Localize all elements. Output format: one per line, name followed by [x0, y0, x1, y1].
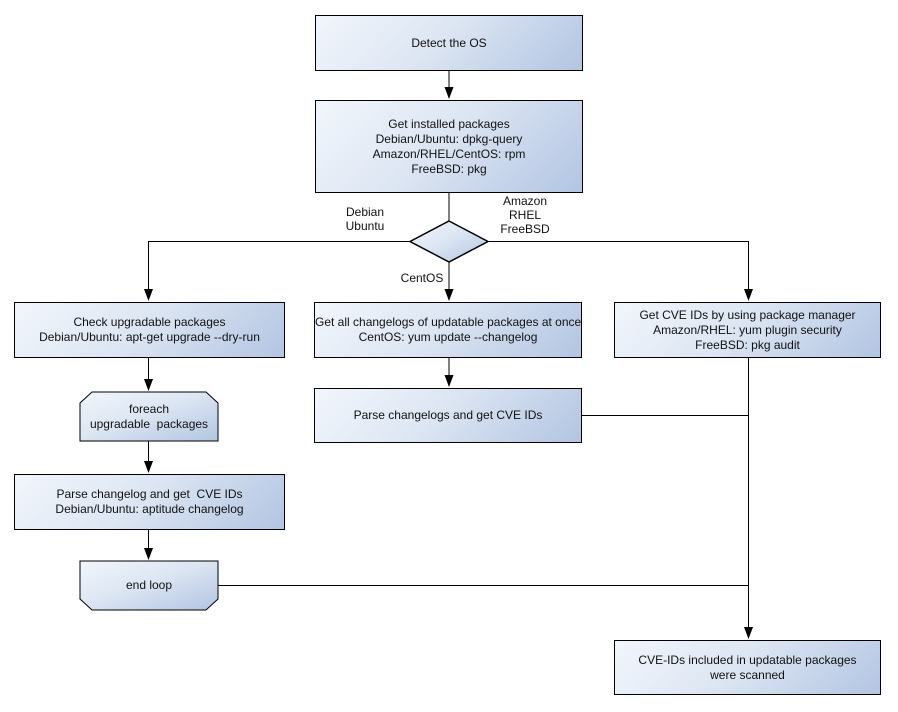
edge-label-line: RHEL — [508, 208, 541, 222]
node-get-all-changelogs: Get all changelogs of updatable packages… — [314, 302, 582, 358]
node-detect-os: Detect the OS — [315, 15, 583, 71]
branch-label-debian-ubuntu: Debian Ubuntu — [330, 205, 400, 233]
node-text-line: Debian/Ubuntu: dpkg-query — [375, 131, 523, 146]
branch-label-amazon-rhel-freebsd: Amazon RHEL FreeBSD — [494, 194, 556, 236]
node-text-line: Parse changelogs and get CVE IDs — [353, 408, 543, 422]
node-text-line: CentOS: yum update --changelog — [358, 330, 538, 344]
edge-label-line: Debian — [345, 205, 385, 219]
edge-decision-to-check-upgradable — [144, 241, 410, 301]
edge-label-line: CentOS — [400, 271, 444, 285]
edge-label-line: Amazon — [502, 194, 548, 208]
os-decision-diamond — [408, 220, 490, 263]
node-text-line: Get installed packages — [388, 116, 510, 131]
node-text-line: FreeBSD: pkg — [411, 161, 487, 176]
node-text-line: Debian/Ubuntu: aptitude changelog — [55, 502, 244, 516]
node-text-line: CVE-IDs included in updatable packages — [638, 652, 857, 667]
node-scan-result: CVE-IDs included in updatable packages w… — [614, 640, 881, 695]
node-check-upgradable-packages: Check upgradable packages Debian/Ubuntu:… — [14, 302, 285, 358]
node-text-line: foreach — [128, 401, 170, 416]
edge-decision-to-get-cve-ids — [488, 241, 753, 301]
node-text-line: Parse changelog and get CVE IDs — [56, 487, 243, 501]
node-text-line: end loop — [125, 578, 173, 592]
node-text-line: upgradable packages — [89, 416, 209, 431]
node-parse-changelog-debian: Parse changelog and get CVE IDs Debian/U… — [14, 474, 285, 530]
node-text-line: Get all changelogs of updatable packages… — [315, 315, 582, 329]
edge-label-line: FreeBSD — [500, 222, 550, 236]
node-text-line: Get CVE IDs by using package manager — [639, 307, 856, 322]
foreach-loop-shape — [79, 391, 219, 442]
branch-label-centos: CentOS — [393, 271, 451, 285]
end-loop-label: end loop — [80, 561, 218, 610]
node-text-line: Amazon/RHEL: yum plugin security — [653, 322, 842, 337]
end-loop-shape — [79, 560, 219, 611]
node-parse-changelogs-centos: Parse changelogs and get CVE IDs — [314, 388, 582, 443]
edge-label-line: Ubuntu — [345, 219, 385, 233]
node-get-installed-packages: Get installed packages Debian/Ubuntu: dp… — [315, 100, 583, 193]
node-text-line: Debian/Ubuntu: apt-get upgrade --dry-run — [39, 330, 260, 344]
node-text-line: were scanned — [710, 667, 785, 682]
node-text-line: Check upgradable packages — [73, 315, 226, 329]
node-text-line: Amazon/RHEL/CentOS: rpm — [372, 146, 526, 161]
node-text-line: FreeBSD: pkg audit — [695, 337, 800, 352]
foreach-loop-label: foreach upgradable packages — [80, 392, 218, 441]
node-get-cve-ids-package-manager: Get CVE IDs by using package manager Ama… — [614, 302, 881, 358]
node-text-line: Detect the OS — [411, 35, 487, 50]
